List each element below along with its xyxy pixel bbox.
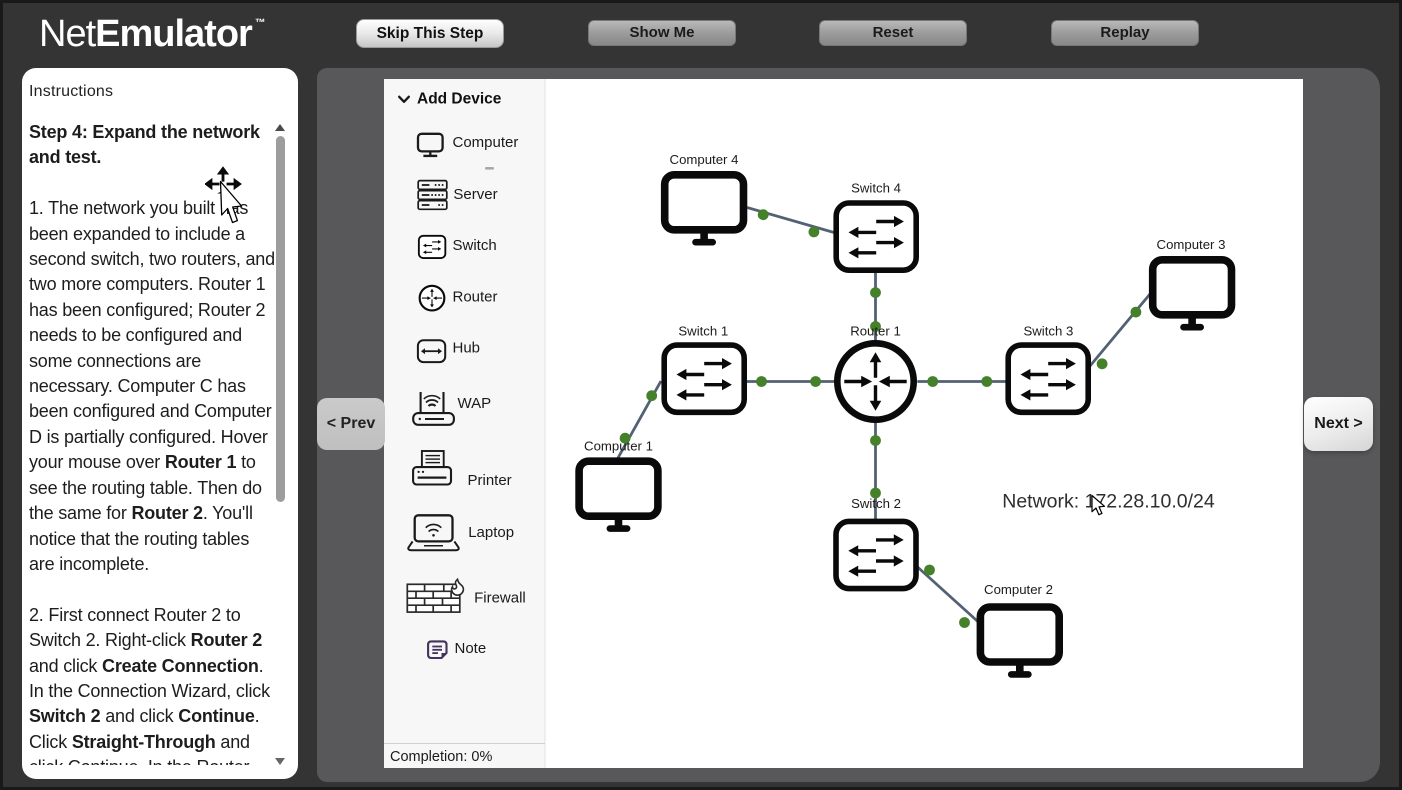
svg-text:Computer 2: Computer 2 [984, 582, 1053, 597]
svg-text:Printer: Printer [468, 472, 512, 489]
svg-text:Computer: Computer [453, 134, 519, 151]
svg-text:Server: Server [453, 186, 497, 203]
svg-text:Switch 4: Switch 4 [851, 181, 901, 196]
svg-text:Switch 2: Switch 2 [851, 496, 901, 511]
svg-text:Laptop: Laptop [468, 524, 514, 541]
svg-text:Computer 4: Computer 4 [670, 152, 739, 167]
svg-text:Note: Note [455, 640, 487, 657]
svg-text:Switch: Switch [453, 237, 497, 254]
svg-text:Switch 1: Switch 1 [678, 324, 728, 339]
svg-text:Completion: 0%: Completion: 0% [390, 749, 492, 765]
svg-text:Router 1: Router 1 [850, 324, 901, 339]
svg-text:Router: Router [453, 289, 498, 306]
svg-text:Computer 1: Computer 1 [584, 439, 653, 454]
svg-text:Computer 3: Computer 3 [1157, 237, 1226, 252]
svg-text:Network: 172.28.10.0/24: Network: 172.28.10.0/24 [1002, 490, 1215, 512]
svg-text:Hub: Hub [453, 340, 481, 357]
svg-text:Switch 3: Switch 3 [1023, 324, 1073, 339]
svg-text:WAP: WAP [458, 395, 492, 412]
svg-text:Add Device: Add Device [417, 91, 502, 108]
svg-text:Firewall: Firewall [474, 589, 526, 606]
